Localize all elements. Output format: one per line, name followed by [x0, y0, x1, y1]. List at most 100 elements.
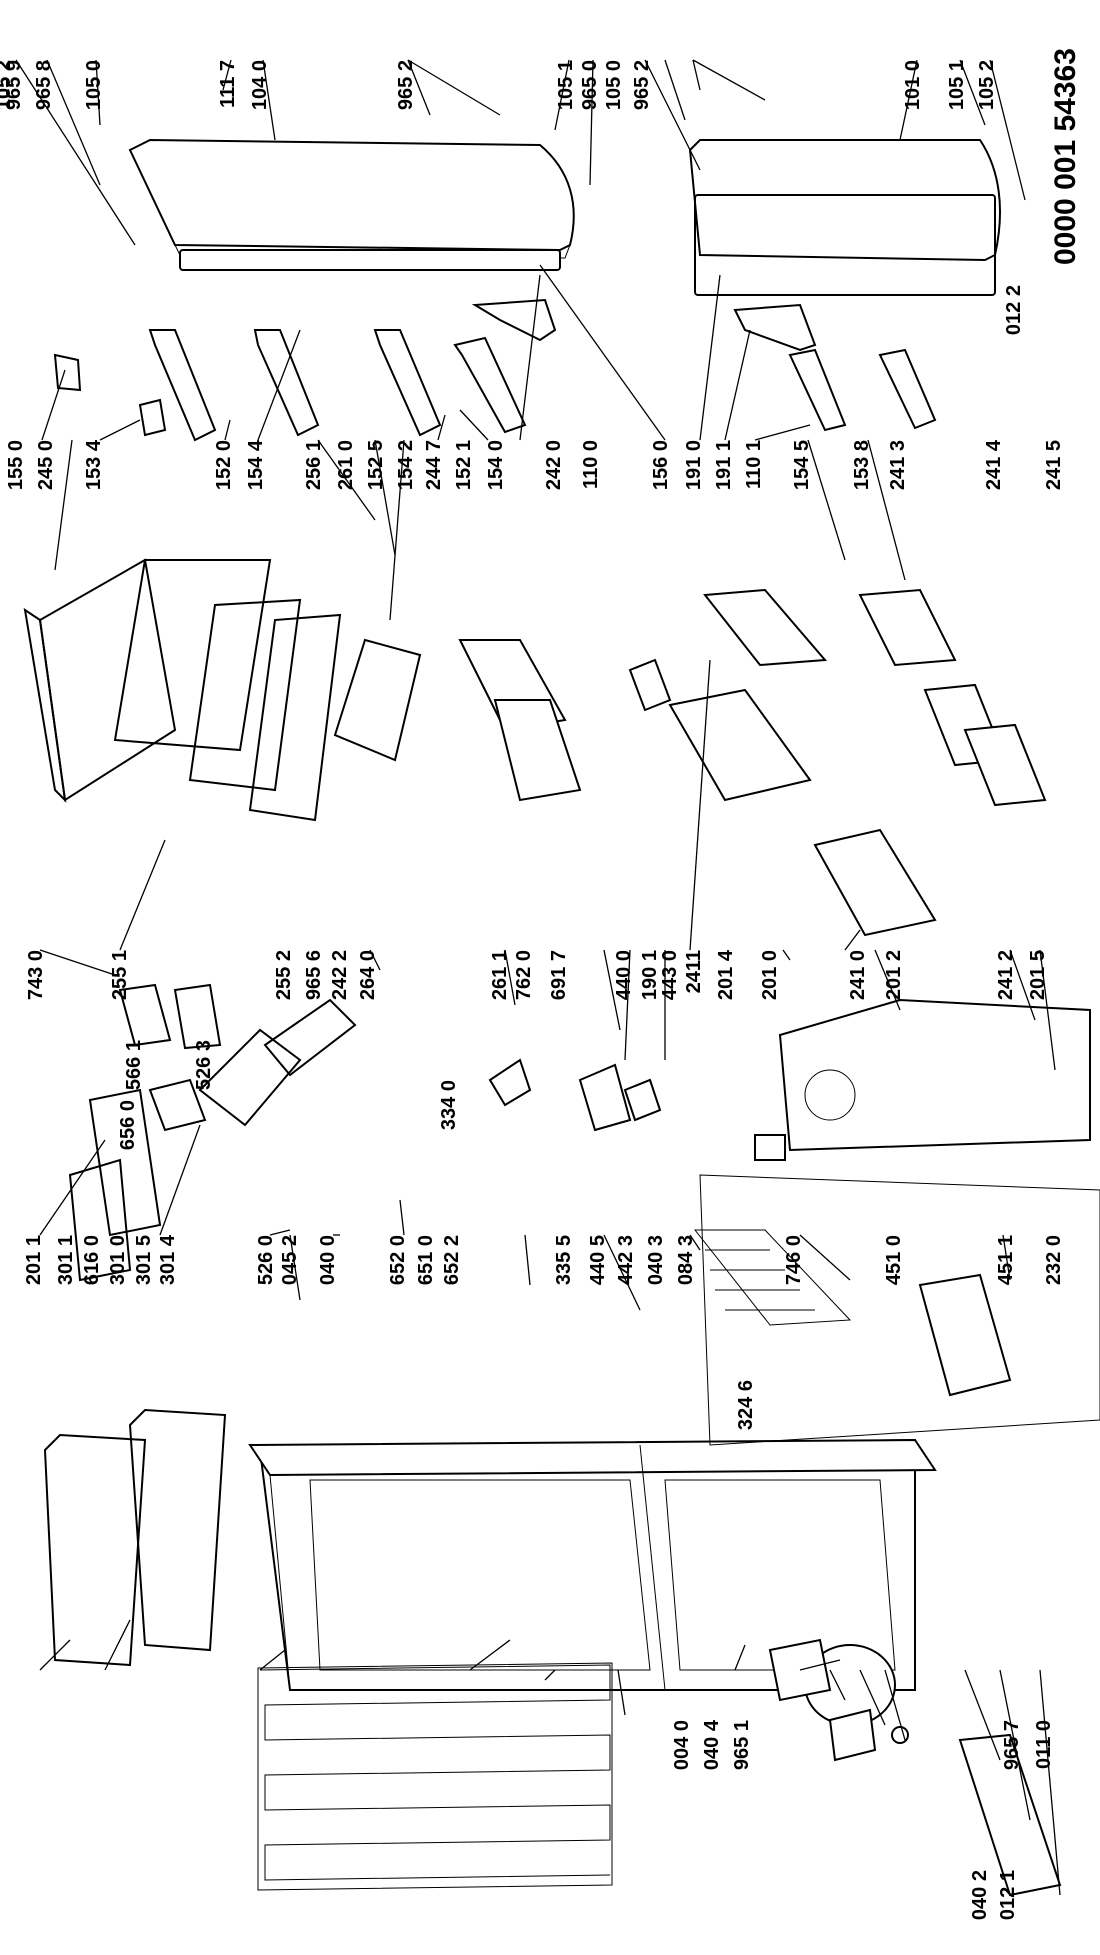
part-number-label: 965 9 — [3, 60, 25, 110]
part-number-label: 261 0 — [335, 440, 357, 490]
crisper-drawers — [333, 588, 1047, 937]
part-number-label: 241 2 — [995, 950, 1017, 1000]
part-number-label: 190 1 — [639, 950, 661, 1000]
part-number-label: 743 0 — [25, 950, 47, 1000]
part-number-label: 746 0 — [783, 1235, 805, 1285]
part-number-label: 656 0 — [117, 1100, 139, 1150]
part-number-label: 526 0 — [255, 1235, 277, 1285]
part-number-label: 154 0 — [485, 440, 507, 490]
part-number-label: 012 1 — [997, 1870, 1019, 1920]
part-number-label: 232 0 — [1043, 1235, 1065, 1285]
part-number-label: 965 0 — [579, 60, 601, 110]
part-number-label: 153 4 — [83, 439, 105, 490]
part-number-label: 040 2 — [969, 1870, 991, 1920]
part-number-label: 255 1 — [109, 950, 131, 1000]
part-number-label: 255 2 — [273, 950, 295, 1000]
cabinet — [248, 1438, 937, 1691]
part-number-label: 241 3 — [887, 440, 909, 490]
part-number-label: 084 3 — [675, 1235, 697, 1285]
part-number-label: 152 0 — [213, 440, 235, 490]
part-number-label: 201 1 — [23, 1235, 45, 1285]
part-number-label: 105 1 — [555, 60, 577, 110]
part-number-label: 324 6 — [735, 1380, 757, 1430]
part-number-label: 691 7 — [548, 950, 570, 1000]
document-id: 0000 001 54363 — [1049, 48, 1082, 265]
part-number-label: 241 4 — [983, 439, 1005, 490]
part-number-label: 443 0 — [659, 950, 681, 1000]
part-number-label: 105 2 — [976, 60, 998, 110]
part-number-label: 201 4 — [715, 949, 737, 1000]
part-number-label: 153 8 — [851, 440, 873, 490]
part-number-label: 040 4 — [701, 1719, 723, 1770]
part-number-label: 011 0 — [1033, 1720, 1055, 1769]
part-number-label: 440 0 — [613, 950, 635, 1000]
part-number-label: 335 5 — [553, 1235, 575, 1285]
part-number-label: 965 7 — [1001, 1720, 1023, 1770]
compressor — [768, 1638, 909, 1762]
part-number-label: 105 2 — [0, 60, 15, 110]
part-number-label: 191 0 — [683, 440, 705, 490]
part-number-label: 040 0 — [317, 1235, 339, 1285]
part-number-label: 2411 — [683, 950, 705, 993]
part-number-label: 245 0 — [35, 440, 57, 490]
part-number-label: 965 2 — [631, 60, 653, 110]
part-number-label: 301 4 — [157, 1234, 179, 1285]
part-number-label: 965 2 — [395, 60, 417, 110]
part-number-label: 451 0 — [883, 1235, 905, 1285]
part-number-label: 762 0 — [513, 950, 535, 1000]
part-number-label: 155 0 — [5, 440, 27, 490]
part-number-label: 244 7 — [423, 440, 445, 490]
condenser — [257, 1662, 613, 1891]
fan-housing — [778, 998, 1091, 1152]
part-number-label: 566 1 — [123, 1040, 145, 1090]
part-number-label: 301 0 — [107, 1235, 129, 1285]
part-number-label: 442 3 — [615, 1235, 637, 1285]
part-number-label: 156 0 — [650, 440, 672, 490]
part-number-label: 152 5 — [365, 440, 387, 490]
side-panels — [43, 1088, 227, 1667]
part-number-label: 242 2 — [329, 950, 351, 1000]
part-number-label: 110 0 — [580, 440, 602, 489]
part-number-label: 101 0 — [902, 60, 924, 110]
part-number-label: 012 2 — [1003, 285, 1025, 335]
part-number-label: 004 0 — [671, 1720, 693, 1770]
part-number-label: 301 5 — [133, 1235, 155, 1285]
part-number-label: 264 0 — [357, 950, 379, 1000]
part-number-label: 201 2 — [883, 950, 905, 1000]
part-number-label: 440 5 — [587, 1235, 609, 1285]
part-number-label: 651 0 — [415, 1235, 437, 1285]
part-number-label: 241 0 — [847, 950, 869, 1000]
part-number-label: 154 2 — [395, 440, 417, 490]
part-number-label: 111 7 — [217, 60, 239, 108]
base-plate — [958, 1733, 1062, 1897]
part-number-label: 105 0 — [83, 60, 105, 110]
door-bins — [53, 298, 937, 442]
part-number-label: 965 8 — [33, 60, 55, 110]
part-number-label: 105 0 — [603, 60, 625, 110]
part-number-label: 652 2 — [441, 1235, 463, 1285]
glass-shelves — [23, 558, 342, 822]
part-number-label: 191 1 — [713, 440, 735, 490]
part-number-label: 201 5 — [1027, 950, 1049, 1000]
part-number-label: 261 1 — [489, 950, 511, 1000]
part-number-label: 104 0 — [249, 60, 271, 110]
part-number-label: 965 6 — [303, 950, 325, 1000]
part-number-label: 526 3 — [193, 1040, 215, 1090]
part-number-label: 154 4 — [245, 439, 267, 490]
part-number-label: 201 0 — [759, 950, 781, 1000]
control-panel — [118, 983, 662, 1132]
part-number-label: 152 1 — [453, 440, 475, 490]
part-number-label: 241 5 — [1043, 440, 1065, 490]
part-number-label: 451 1 — [995, 1235, 1017, 1285]
part-number-label: 110 1 — [743, 440, 765, 489]
part-number-label: 652 0 — [387, 1235, 409, 1285]
leader-lines — [15, 59, 1061, 1896]
capacitor — [754, 1134, 786, 1161]
part-number-label: 616 0 — [81, 1235, 103, 1285]
illustrations — [23, 138, 1100, 1897]
part-number-label: 040 3 — [645, 1235, 667, 1285]
part-number-label: 045 2 — [279, 1235, 301, 1285]
part-number-label: 965 1 — [731, 1720, 753, 1770]
